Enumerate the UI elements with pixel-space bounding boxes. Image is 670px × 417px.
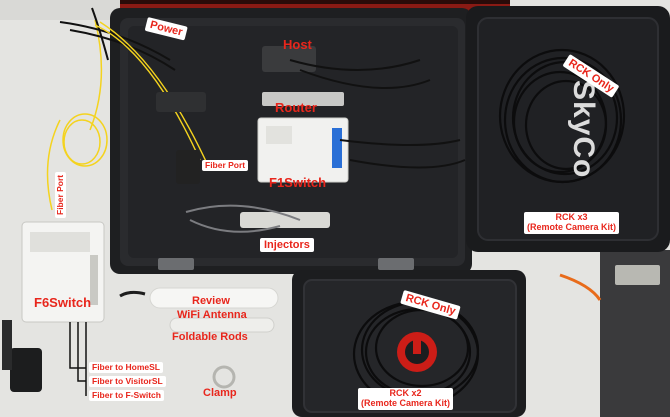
red-lid-shadow <box>120 0 510 4</box>
label-wifi-antenna: WiFi Antenna <box>177 309 247 321</box>
antenna-tube <box>149 287 279 309</box>
router-device <box>262 92 344 106</box>
case-latch <box>158 258 194 270</box>
label-injectors: Injectors <box>260 238 314 253</box>
label-fiber-fswitch: Fiber to F-Switch <box>89 390 164 402</box>
label-f1switch: F1Switch <box>269 175 327 190</box>
yellow-fiber-lines <box>94 21 211 171</box>
f1-switch-panel <box>266 126 292 144</box>
brand-logo-text: SkyCo <box>567 80 600 179</box>
label-fiber-port-side: Fiber Port <box>55 171 67 218</box>
label-rck-x3-line2: (Remote Camera Kit) <box>527 221 617 232</box>
label-rck-x3-line1: RCK x3 <box>555 212 588 222</box>
fiber-port-device <box>176 150 200 184</box>
f1-switch-port-led <box>332 128 342 168</box>
label-foldable-rods: Foldable Rods <box>172 331 248 343</box>
f6-switch-ports <box>30 232 90 252</box>
label-fiber-visitor: Fiber to VisitorSL <box>89 376 166 388</box>
rck-case-top-lid <box>477 17 659 241</box>
label-rck-x3: RCK x3 (Remote Camera Kit) <box>524 212 620 234</box>
host-device <box>262 46 316 72</box>
label-fiber-port-top: Fiber Port <box>202 160 249 172</box>
label-clamp: Clamp <box>203 387 237 399</box>
small-cable <box>119 290 146 298</box>
gray-cables <box>185 204 301 233</box>
label-rck-x2-line2: (Remote Camera Kit) <box>361 397 451 408</box>
label-rck-x2-line1: RCK x2 <box>389 388 422 398</box>
label-review: Review <box>192 295 230 307</box>
fiber-coil <box>46 19 108 211</box>
black-cables <box>289 59 466 169</box>
label-router: Router <box>275 100 317 115</box>
orange-cable <box>559 273 602 301</box>
power-adapter <box>10 348 42 392</box>
f6-switch-side-ports <box>90 255 98 305</box>
logo-badge-mark <box>413 340 421 354</box>
label-f6switch: F6Switch <box>34 295 92 310</box>
clamp-ring <box>212 365 236 389</box>
foldable-rod <box>169 317 275 333</box>
label-host: Host <box>283 37 312 52</box>
case-latch <box>378 258 414 270</box>
injectors-device <box>240 212 330 228</box>
power-cable <box>2 320 12 370</box>
bag-strap <box>615 265 660 285</box>
label-fiber-home: Fiber to HomeSL <box>89 362 164 374</box>
floor-top-left <box>0 0 120 20</box>
label-rck-x2: RCK x2 (Remote Camera Kit) <box>358 388 454 410</box>
power-strip <box>156 92 206 112</box>
fiber-leader-lines <box>69 322 87 396</box>
